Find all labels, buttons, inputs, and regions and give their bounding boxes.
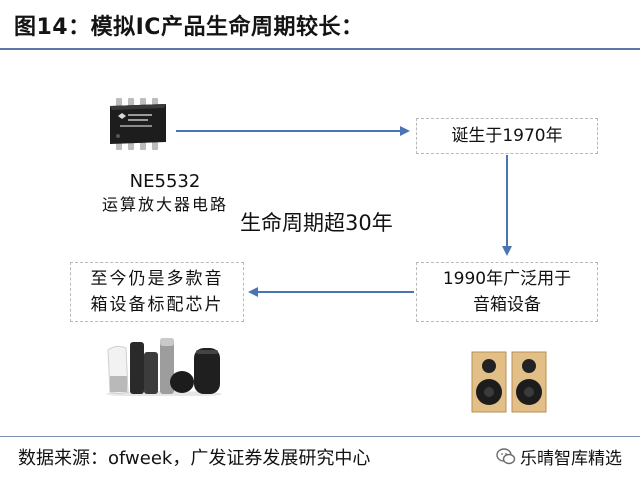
chip-name: NE5532: [129, 171, 201, 192]
wechat-icon: [496, 447, 516, 464]
bottom-rule: [0, 436, 640, 437]
box-1990-line1: 1990年广泛用于: [442, 269, 572, 289]
wooden-speakers-icon: [471, 351, 547, 413]
box-1990: 1990年广泛用于 音箱设备: [416, 262, 598, 322]
ic-chip-icon: [110, 98, 166, 150]
box-now: 至今仍是多款音 箱设备标配芯片: [70, 262, 244, 322]
lifecycle-text: 生命周期超30年: [240, 211, 393, 235]
box-now-line1: 至今仍是多款音: [90, 269, 224, 289]
box-now-line2: 箱设备标配芯片: [90, 295, 224, 315]
brand-watermark: 乐晴智库精选: [496, 444, 622, 469]
chip-description: 运算放大器电路: [101, 195, 228, 214]
source-note: 数据来源：ofweek，广发证券发展研究中心: [18, 448, 371, 469]
brand-name: 乐晴智库精选: [520, 449, 622, 469]
smart-speakers-icon: [106, 338, 222, 396]
box-born: 诞生于1970年: [416, 118, 598, 154]
box-born-text: 诞生于1970年: [451, 126, 563, 146]
box-1990-line2: 音箱设备: [473, 295, 541, 315]
top-rule: [0, 48, 640, 50]
figure-title: 图14：模拟IC产品生命周期较长：: [14, 15, 364, 40]
